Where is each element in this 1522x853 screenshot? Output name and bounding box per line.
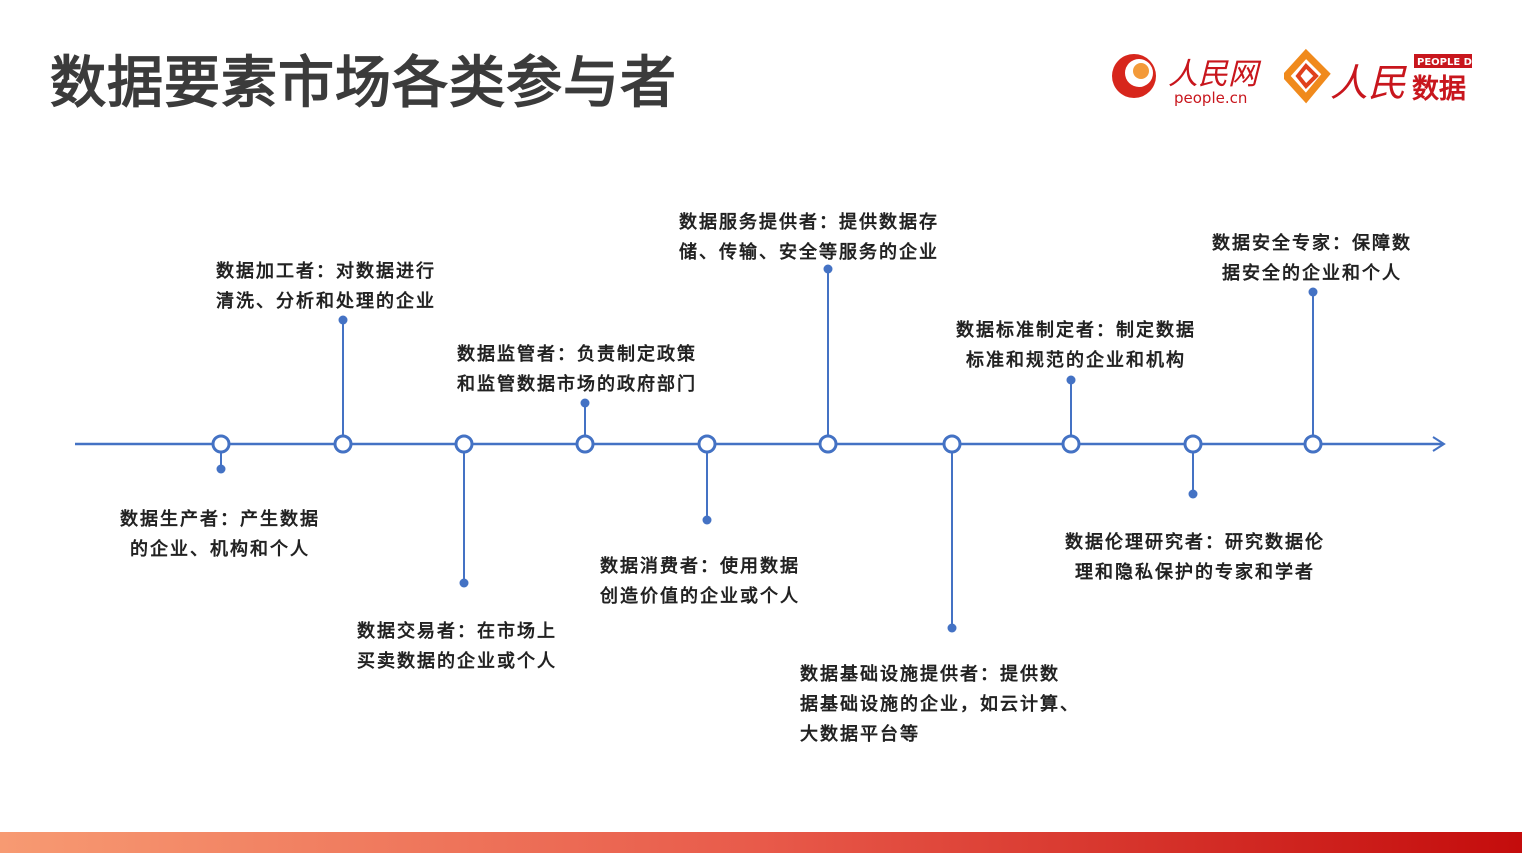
participant-label-line: 大数据平台等 [800,724,920,745]
connector-dot [459,578,469,588]
participant-label-line: 数据监管者：负责制定政策 [457,344,697,365]
svg-text:人民: 人民 [1330,61,1407,105]
connector-dot [947,623,957,633]
connector-dot [1188,489,1198,499]
participant-label-line: 数据服务提供者：提供数据存 [679,212,939,233]
axis-arrow-icon [1432,436,1446,452]
svg-text:PEOPLE DATA: PEOPLE DATA [1417,57,1476,68]
participant-label-line: 数据标准制定者：制定数据 [956,320,1196,341]
participant-label-line: 数据加工者：对数据进行 [216,261,436,282]
participant-label-line: 标准和规范的企业和机构 [966,350,1186,371]
participant-label: 数据安全专家：保障数据安全的企业和个人 [1212,229,1412,289]
footer-gradient-bar [0,832,1522,853]
participant-label-line: 和监管数据市场的政府部门 [457,374,697,395]
timeline-node [1061,434,1081,454]
timeline-node [1183,434,1203,454]
participant-label-line: 买卖数据的企业或个人 [357,651,557,672]
svg-text:people.cn: people.cn [1174,89,1247,106]
participant-label-line: 数据伦理研究者：研究数据伦 [1065,532,1325,553]
timeline-node [818,434,838,454]
participant-label: 数据生产者：产生数据的企业、机构和个人 [120,505,320,565]
timeline-node [575,434,595,454]
participant-label: 数据加工者：对数据进行清洗、分析和处理的企业 [216,257,436,317]
page-title: 数据要素市场各类参与者 [50,51,677,116]
participant-label: 数据标准制定者：制定数据标准和规范的企业和机构 [956,316,1196,376]
timeline-node [211,434,231,454]
participant-label: 数据监管者：负责制定政策和监管数据市场的政府部门 [457,340,697,400]
timeline-node [942,434,962,454]
participant-label: 数据服务提供者：提供数据存储、传输、安全等服务的企业 [679,208,939,268]
participant-label-line: 数据安全专家：保障数 [1212,233,1412,254]
participant-label-line: 储、传输、安全等服务的企业 [679,242,939,263]
participant-label: 数据伦理研究者：研究数据伦理和隐私保护的专家和学者 [1065,528,1325,588]
participant-label-line: 据基础设施的企业，如云计算、 [800,694,1080,715]
participant-label-line: 数据交易者：在市场上 [357,621,557,642]
people-cn-logo: 人民网 people.cn [1112,54,1262,106]
participant-label-line: 数据消费者：使用数据 [600,556,800,577]
participant-label-line: 数据生产者：产生数据 [120,509,320,530]
participant-label: 数据消费者：使用数据创造价值的企业或个人 [600,552,800,612]
svg-text:人民网: 人民网 [1168,57,1262,92]
participant-label-line: 据安全的企业和个人 [1222,263,1402,284]
svg-text:数据: 数据 [1412,74,1466,105]
connector-dot [702,515,712,525]
connector-dot [1066,375,1076,385]
timeline-node [697,434,717,454]
participant-label-line: 清洗、分析和处理的企业 [216,291,436,312]
timeline-node [454,434,474,454]
participant-label-line: 创造价值的企业或个人 [600,586,800,607]
participant-label-line: 数据基础设施提供者：提供数 [800,664,1060,685]
connector-dot [216,464,226,474]
people-data-logo: 人民 PEOPLE DATA 数据 [1284,48,1476,105]
participant-label: 数据基础设施提供者：提供数据基础设施的企业，如云计算、大数据平台等 [800,660,1080,750]
participant-label-line: 的企业、机构和个人 [130,539,310,560]
connector-dot [338,315,348,325]
connector-dot [823,264,833,274]
timeline-node [333,434,353,454]
participant-label: 数据交易者：在市场上买卖数据的企业或个人 [357,617,557,677]
timeline-node [1303,434,1323,454]
connector-dot [580,398,590,408]
participant-label-line: 理和隐私保护的专家和学者 [1075,562,1315,583]
connector-dot [1308,287,1318,297]
